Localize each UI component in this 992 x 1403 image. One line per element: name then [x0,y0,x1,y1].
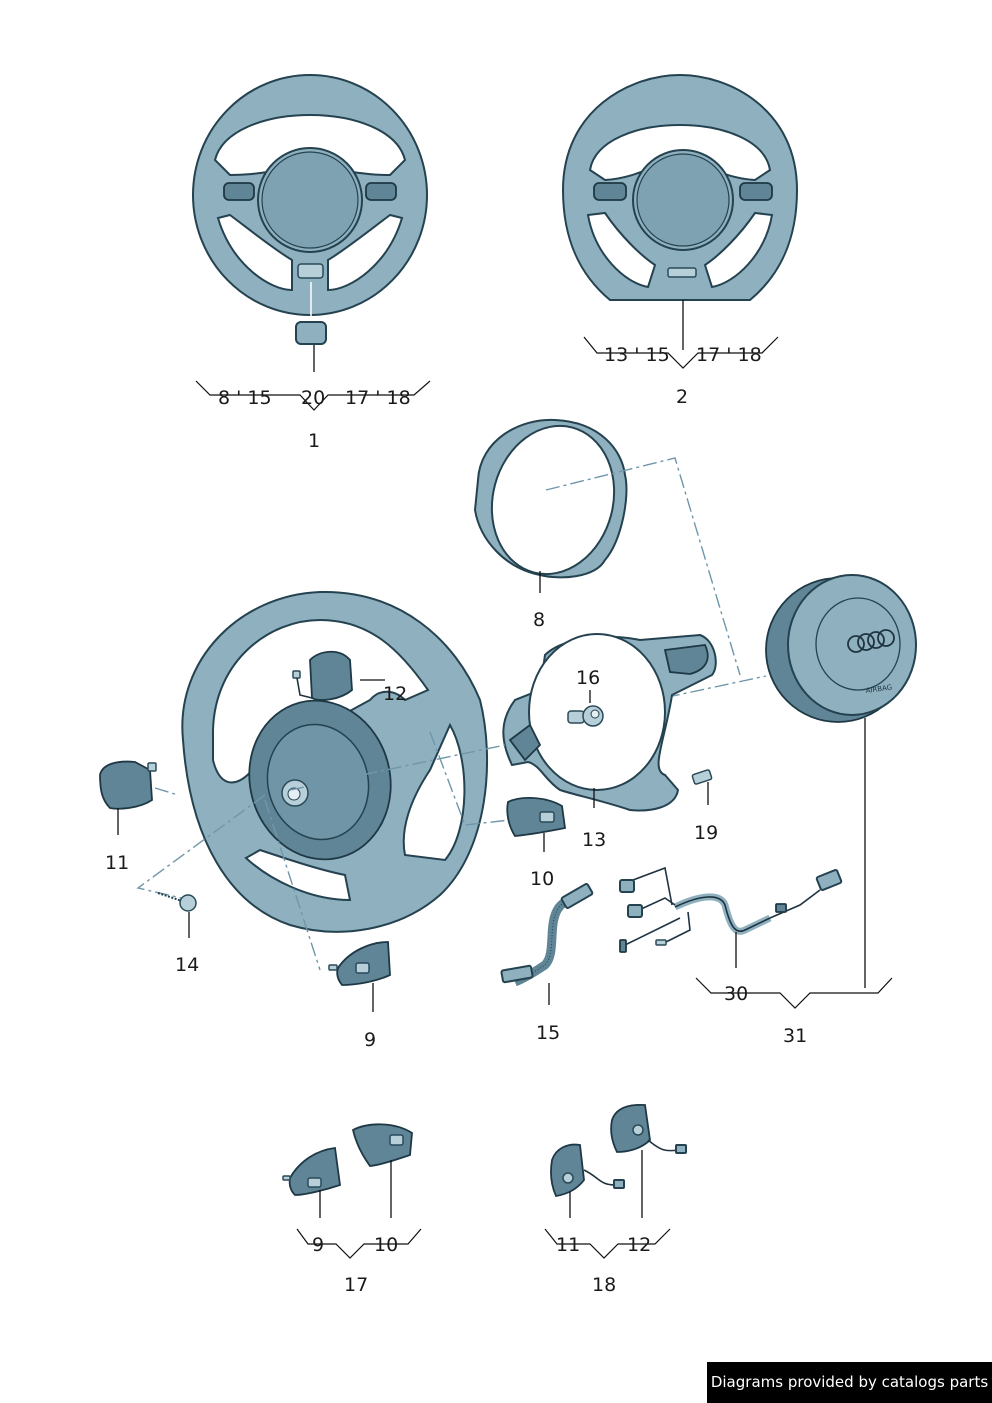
trim-ring[interactable] [473,412,630,588]
callout-30: 30 [724,983,748,1005]
callout-2-sub-right: 17 ' 18 [696,344,762,366]
callout-9[interactable]: 9 [364,1029,376,1051]
callout-31[interactable]: 31 [783,1025,807,1047]
mfl-button-left[interactable] [328,941,391,986]
mfl-button-right-kit[interactable] [351,1123,413,1167]
mfl-button-left-kit[interactable] [282,1147,341,1196]
callout-11[interactable]: 11 [105,852,129,874]
callout-17[interactable]: 17 [344,1274,368,1296]
ribbon-cable[interactable] [500,883,594,987]
screw[interactable] [157,892,197,912]
callout-13[interactable]: 13 [582,829,606,851]
airbag-marking: AIRBAG [865,683,892,695]
callout-18-sub-left: 11 [556,1234,580,1256]
callout-2[interactable]: 2 [676,386,688,408]
shift-paddle-left[interactable] [99,760,157,810]
callout-2-sub-left: 13 ' 15 [604,344,670,366]
wiring-harness[interactable] [619,866,843,953]
callout-19[interactable]: 19 [694,822,718,844]
bolt[interactable] [567,705,604,727]
callout-17-sub-right: 10 [374,1234,398,1256]
callout-16[interactable]: 16 [576,667,600,689]
steering-wheel-assembly[interactable] [181,590,488,933]
callout-1-sub-right: 17 ' 18 [345,387,411,409]
callout-14[interactable]: 14 [175,954,199,976]
four-rings-logo-icon [847,629,895,653]
credit-banner: Diagrams provided by catalogs parts [707,1362,992,1403]
callout-12[interactable]: 12 [383,683,407,705]
shift-paddle-right[interactable] [292,650,353,701]
callout-10[interactable]: 10 [530,868,554,890]
mfl-button-right[interactable] [506,797,567,837]
callout-15[interactable]: 15 [536,1022,560,1044]
shift-paddle-right-kit[interactable] [610,1103,687,1154]
shift-paddle-left-kit[interactable] [550,1143,625,1198]
callout-18[interactable]: 18 [592,1274,616,1296]
airbag-unit[interactable]: AIRBAG [765,574,917,723]
callout-1-sub-mid: 20 [301,387,325,409]
trim-insert-20[interactable] [295,321,327,345]
callout-8[interactable]: 8 [533,609,545,631]
callout-1[interactable]: 1 [308,430,320,452]
badge[interactable] [691,769,713,785]
callout-18-sub-right: 12 [627,1234,651,1256]
steering-wheel-round[interactable] [192,74,428,316]
steering-wheel-flat-bottom[interactable] [561,73,799,301]
callout-17-sub-left: 9 [312,1234,324,1256]
callout-1-sub-left: 8 ' 15 [218,387,272,409]
spoke-cover[interactable] [502,633,717,812]
